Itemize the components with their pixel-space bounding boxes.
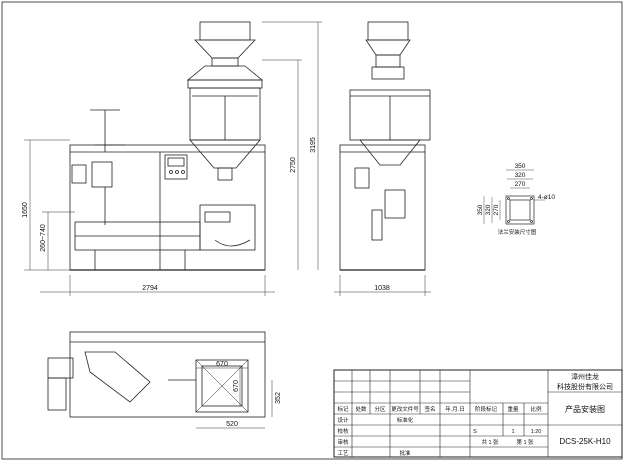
lower-funnel [189,139,261,169]
side-view [339,21,431,271]
tb-label-approve: 批准 [399,449,411,457]
tb-label-sign: 签名 [424,405,435,413]
hopper-top-bin [199,21,251,41]
tb-label-zone: 分区 [374,405,386,413]
tb-label-date: 年.月.日 [445,405,465,413]
dim-conveyor-height: 260~740 [40,224,47,252]
tb-label-standardize: 标准化 [397,416,414,424]
top-dim-670-top: 670 [216,361,228,368]
hopper-neck [186,65,264,81]
dim-height-1650: 1650 [22,202,29,218]
tb-label-process: 工艺 [337,450,349,457]
tb-total-sheets: 共 1 张 [481,438,499,446]
dim-width-2794: 2794 [142,285,158,292]
dim-height-3195: 3195 [310,137,317,153]
top-dim-352: 352 [275,392,282,404]
top-frame [69,331,266,418]
main-frame [69,144,266,271]
tb-label-stage-mark: 阶段标记 [475,405,498,413]
flange-dim-labels: 350 320 270 350 320 270 4-ø10 法兰安装尺寸图 [477,163,555,236]
front-view [69,21,266,271]
drawing-name: 产品安装图 [565,404,605,414]
tb-label-count: 处数 [355,405,367,413]
hopper-flange [211,57,239,67]
top-view [47,331,266,418]
flange-dim-v270: 270 [493,204,500,215]
hopper-funnel [194,39,256,59]
sewing-machine [91,161,113,188]
flange-dim-350: 350 [515,163,526,170]
company-line-2: 科技股份有限公司 [557,382,613,391]
tb-label-check: 校核 [337,427,349,435]
weighing-frame [187,79,263,89]
top-view-dim-labels: 670 670 520 352 [216,361,282,428]
side-main-frame [339,144,426,271]
tb-scale-value: 1:20 [531,429,542,435]
tb-label-mark: 标记 [337,405,349,413]
tb-label-weight: 重量 [507,405,519,413]
title-block [333,369,623,458]
dim-height-2750: 2750 [290,157,297,173]
front-view-dimensions [24,21,322,296]
flange-dim-270: 270 [515,181,526,188]
top-sewing-unit [47,357,74,379]
tb-label-review: 审核 [337,438,349,446]
front-view-dim-labels: 2794 2750 3195 1650 260~740 [22,137,317,292]
top-dim-520: 520 [226,421,238,428]
flange-detail [483,169,545,225]
tb-label-design: 设计 [337,416,349,424]
top-hopper-square [195,359,249,413]
title-block-text: 漳州佳龙 科技股份有限公司 产品安装图 DCS-25K-H10 标记 处数 分区… [337,372,613,457]
tb-label-scale: 比例 [530,405,542,413]
flange-dim-v350: 350 [477,204,484,215]
flange-inner [509,199,531,221]
drawing-number: DCS-25K-H10 [559,437,611,446]
flange-dim-320: 320 [515,172,526,179]
control-panel [164,154,188,180]
flange-holes-label: 4-ø10 [538,194,555,201]
tb-sheet-no: 第 1 张 [516,438,534,446]
flange-dim-v320: 320 [485,204,492,215]
tb-stage-s: S [473,429,477,435]
tb-qty: 1 [511,429,514,435]
top-view-dimensions [196,366,273,429]
flange-outer [505,195,535,225]
tb-label-change-doc: 更改文件号 [391,405,419,413]
company-line-1: 漳州佳龙 [571,372,599,381]
top-dim-670-side: 670 [233,380,240,392]
flange-caption: 法兰安装尺寸图 [498,228,537,236]
dim-side-width-1038: 1038 [374,285,390,292]
side-hopper-bin [367,21,409,41]
side-view-dimensions [334,275,431,296]
